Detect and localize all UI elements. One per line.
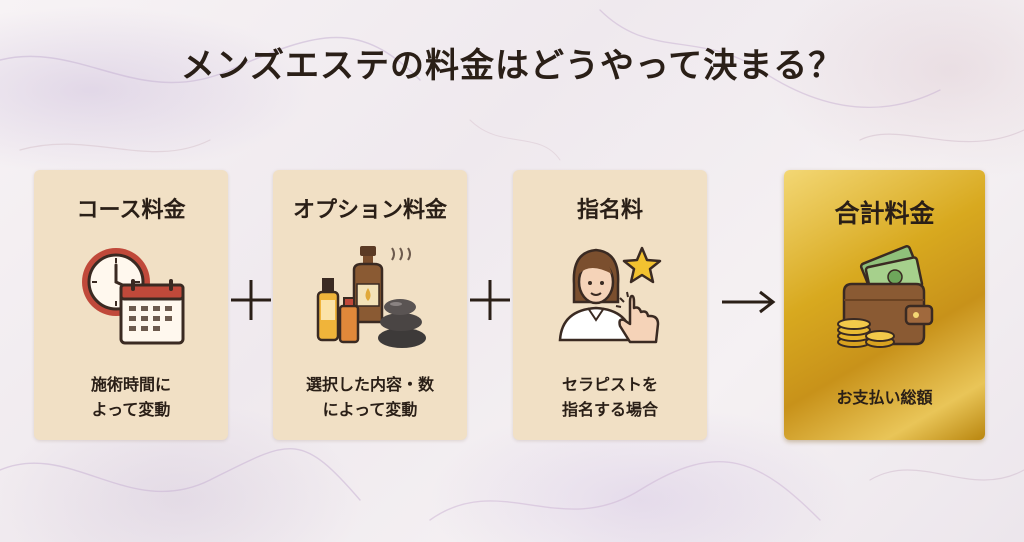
card-heading: コース料金 — [76, 198, 186, 223]
aroma-oil-stones-icon — [316, 246, 426, 348]
therapist-star-pointer-icon — [558, 246, 662, 344]
card-description: お支払い総額 — [784, 385, 985, 410]
desc-line: よって変動 — [91, 400, 171, 419]
desc-line: お支払い総額 — [836, 388, 933, 407]
plus-icon — [470, 280, 510, 320]
nomination-fee-card: 指名料 セラピストを 指名する場合 — [513, 170, 707, 440]
arrow-right-icon — [722, 290, 776, 314]
desc-line: 施術時間に — [90, 375, 171, 394]
card-description: 施術時間に よって変動 — [34, 372, 228, 422]
option-fee-card: オプション料金 選択した内容・数 によって変動 — [273, 170, 467, 440]
plus-icon — [231, 280, 271, 320]
clock-calendar-icon — [82, 248, 185, 345]
page-title: メンズエステの料金はどうやって決まる？ — [180, 46, 844, 86]
card-heading: 指名料 — [576, 198, 643, 223]
desc-line: 指名する場合 — [561, 400, 658, 419]
card-description: 選択した内容・数 によって変動 — [273, 372, 467, 422]
desc-line: によって変動 — [322, 400, 418, 419]
card-heading: 合計料金 — [834, 199, 935, 228]
course-fee-card: コース料金 施術時間に よって変動 — [34, 170, 228, 440]
card-heading: オプション料金 — [292, 198, 447, 223]
desc-line: 選択した内容・数 — [305, 375, 434, 394]
desc-line: セラピストを — [561, 375, 658, 394]
card-description: セラピストを 指名する場合 — [513, 372, 707, 422]
wallet-money-coins-icon — [837, 245, 934, 348]
total-fee-card: 合計料金 お支払い総額 — [784, 170, 985, 440]
